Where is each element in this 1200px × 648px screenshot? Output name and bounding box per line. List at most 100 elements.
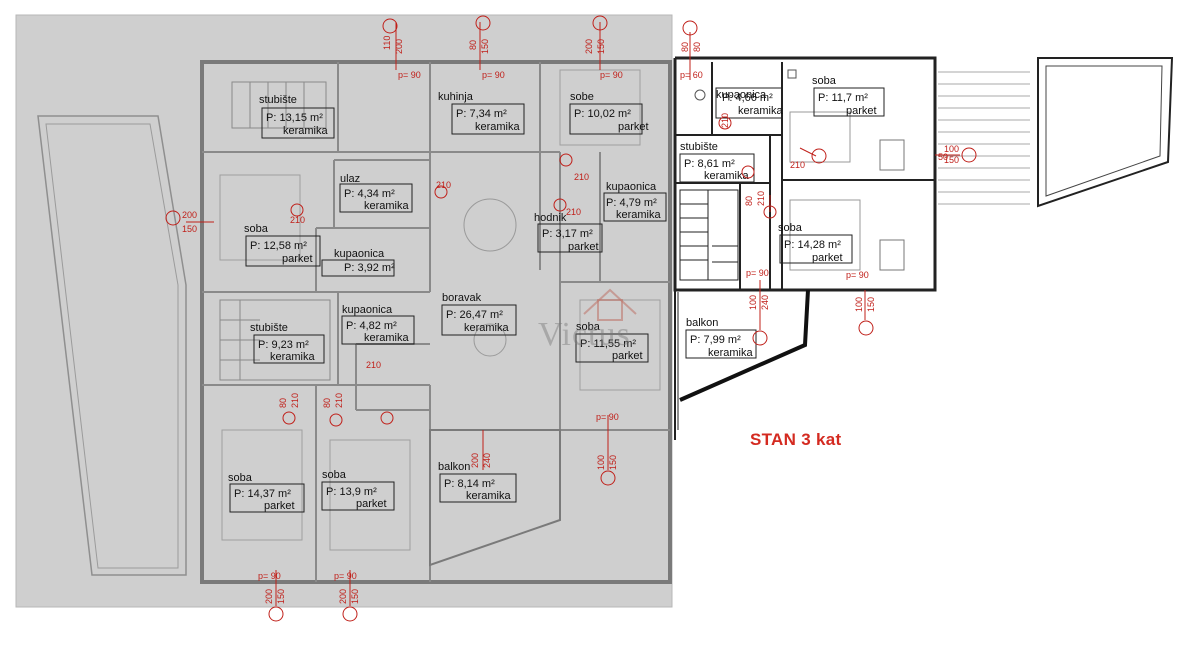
- dim-label: 80: [680, 42, 690, 52]
- left-floor-plan: stubište P: 13,15 m² keramika kuhinja P:…: [15, 14, 673, 622]
- room-floor: parket: [568, 241, 599, 253]
- logo-roof-mark: [583, 288, 637, 321]
- dim-label: 200: [182, 210, 197, 220]
- room-floor: keramika: [738, 105, 784, 117]
- room-name: kupaonica: [334, 248, 385, 260]
- room-area: P: 14,37 m²: [234, 488, 291, 500]
- room-area: P: 8,14 m²: [444, 478, 495, 490]
- dim-label: 210: [366, 360, 381, 370]
- room-name: kuhinja: [438, 91, 474, 103]
- room-area: P: 3,17 m²: [542, 228, 593, 240]
- dim-label: p= 60: [680, 70, 703, 80]
- dim-label: 50: [938, 152, 948, 162]
- dim-label: 150: [866, 297, 876, 312]
- room-name: kupaonica: [342, 304, 393, 316]
- right-room-labels: kupaonica P: 4,66 m² keramika soba P: 11…: [679, 75, 885, 359]
- staircase: [679, 189, 739, 281]
- dim-label: 210: [290, 215, 305, 225]
- dim-label: p= 90: [398, 70, 421, 80]
- room-name: soba: [322, 469, 347, 481]
- room-floor: keramika: [466, 490, 512, 502]
- room-floor: keramika: [364, 332, 410, 344]
- dim-label: 80: [692, 42, 702, 52]
- room-floor: parket: [356, 498, 387, 510]
- dim-label: 80: [278, 398, 288, 408]
- dim-label: 200: [338, 589, 348, 604]
- dim-label: 110: [382, 36, 392, 50]
- room-name: soba: [244, 223, 269, 235]
- dim-label: 200: [264, 589, 274, 604]
- room-area: P: 3,92 m²: [344, 262, 395, 274]
- room-floor: keramika: [283, 125, 329, 137]
- dim-label: 210: [334, 393, 344, 408]
- unit-title: STAN 3 kat: [750, 430, 842, 449]
- left-dimension-markers: 110 200 80 150 200 150 p= 90 p= 90 p= 90…: [165, 15, 623, 622]
- room-area: P: 4,66 m²: [722, 92, 773, 104]
- room-name: kupaonica: [716, 89, 767, 101]
- right-dimension-markers: 80 80 p= 60 50 100 150 210 210 80 210 p=…: [680, 20, 977, 346]
- room-name: stubište: [680, 141, 718, 153]
- dim-label: 150: [480, 39, 490, 54]
- room-floor: keramika: [708, 347, 754, 359]
- dim-label: p= 90: [600, 70, 623, 80]
- room-name: stubište: [259, 94, 297, 106]
- dim-label: 150: [608, 455, 618, 470]
- room-floor: keramika: [364, 200, 410, 212]
- dim-label: 150: [276, 589, 286, 604]
- balcony-right: [674, 289, 810, 440]
- right-floor-plan: kupaonica P: 4,66 m² keramika soba P: 11…: [673, 20, 1174, 440]
- room-floor: parket: [282, 253, 313, 265]
- room-name: hodnik: [534, 212, 567, 224]
- room-area: P: 12,58 m²: [250, 240, 307, 252]
- shaded-area: [15, 14, 673, 608]
- dim-label: p= 90: [846, 270, 869, 280]
- terrace-hatch: [938, 71, 1030, 205]
- room-name: ulaz: [340, 173, 360, 185]
- dim-label: 210: [566, 207, 581, 217]
- terrace-outline: [37, 115, 187, 576]
- room-area: P: 14,28 m²: [784, 239, 841, 251]
- dim-label: p= 90: [596, 412, 619, 422]
- room-floor: parket: [846, 105, 877, 117]
- dim-label: 150: [944, 155, 959, 165]
- dim-label: 210: [790, 160, 805, 170]
- room-name: soba: [812, 75, 837, 87]
- room-name: stubište: [250, 322, 288, 334]
- dim-label: 200: [470, 453, 480, 468]
- room-area: P: 11,55 m²: [580, 338, 636, 350]
- dim-label: 150: [350, 589, 360, 604]
- dim-label: 240: [760, 295, 770, 310]
- outer-walls: [200, 60, 672, 584]
- dim-label: 240: [482, 453, 492, 468]
- room-area: P: 8,61 m²: [684, 158, 735, 170]
- room-name: boravak: [442, 292, 482, 304]
- dim-label: p= 90: [482, 70, 505, 80]
- room-name: sobe: [570, 91, 594, 103]
- room-area: P: 10,02 m²: [574, 108, 631, 120]
- dim-label: 210: [756, 191, 766, 206]
- room-area: P: 9,23 m²: [258, 339, 309, 351]
- room-floor: parket: [264, 500, 295, 512]
- room-area: P: 4,34 m²: [344, 188, 395, 200]
- dim-label: 210: [574, 172, 589, 182]
- dim-label: 150: [596, 39, 606, 54]
- dim-label: p= 90: [258, 571, 281, 581]
- dim-label: 80: [744, 196, 754, 206]
- room-floor: parket: [812, 252, 843, 264]
- watermark-logo: Victus: [538, 316, 631, 353]
- dim-label: 210: [720, 113, 730, 128]
- dim-label: 100: [854, 297, 864, 312]
- room-name: balkon: [438, 461, 470, 473]
- dim-label: 80: [322, 398, 332, 408]
- room-name: soba: [778, 222, 803, 234]
- room-area: P: 13,9 m²: [326, 486, 377, 498]
- dim-label: 210: [290, 393, 300, 408]
- room-floor: keramika: [270, 351, 316, 363]
- room-floor: parket: [618, 121, 649, 133]
- room-area: P: 7,99 m²: [690, 334, 741, 346]
- dim-label: 200: [394, 39, 404, 54]
- room-area: P: 4,82 m²: [346, 320, 397, 332]
- dim-label: 210: [436, 180, 451, 190]
- room-name: soba: [228, 472, 253, 484]
- terrace-outline: [1037, 57, 1174, 208]
